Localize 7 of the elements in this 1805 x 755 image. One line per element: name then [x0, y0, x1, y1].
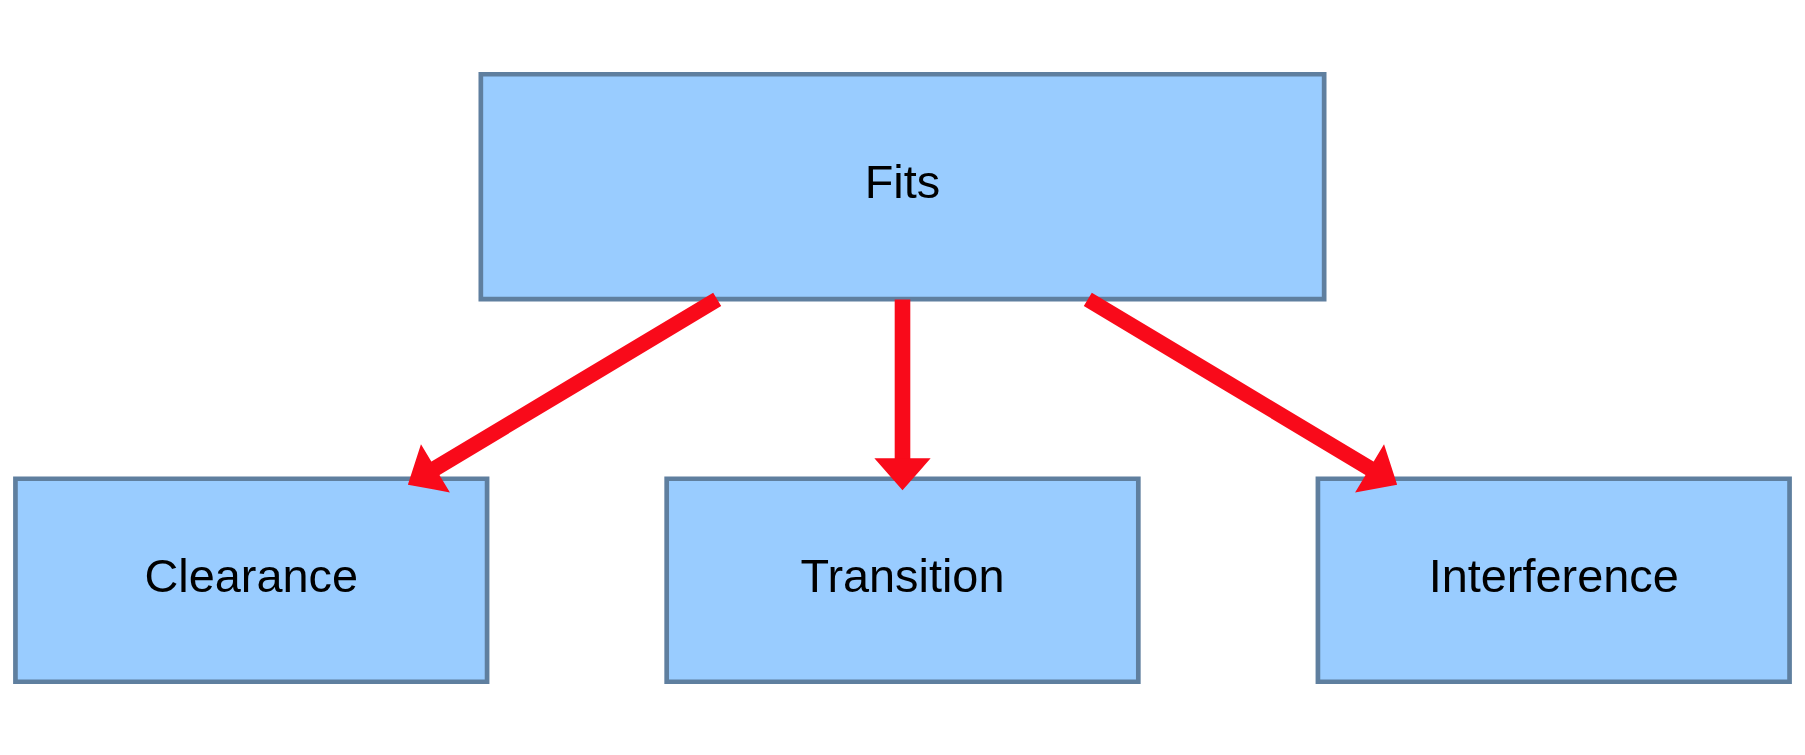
node-box: Clearance	[13, 475, 490, 684]
arrow	[874, 299, 931, 490]
arrow	[407, 292, 722, 492]
node-box: Fits	[478, 71, 1327, 301]
arrow	[1083, 292, 1398, 492]
node-box: Interference	[1315, 475, 1792, 684]
node-box: Transition	[664, 475, 1141, 684]
